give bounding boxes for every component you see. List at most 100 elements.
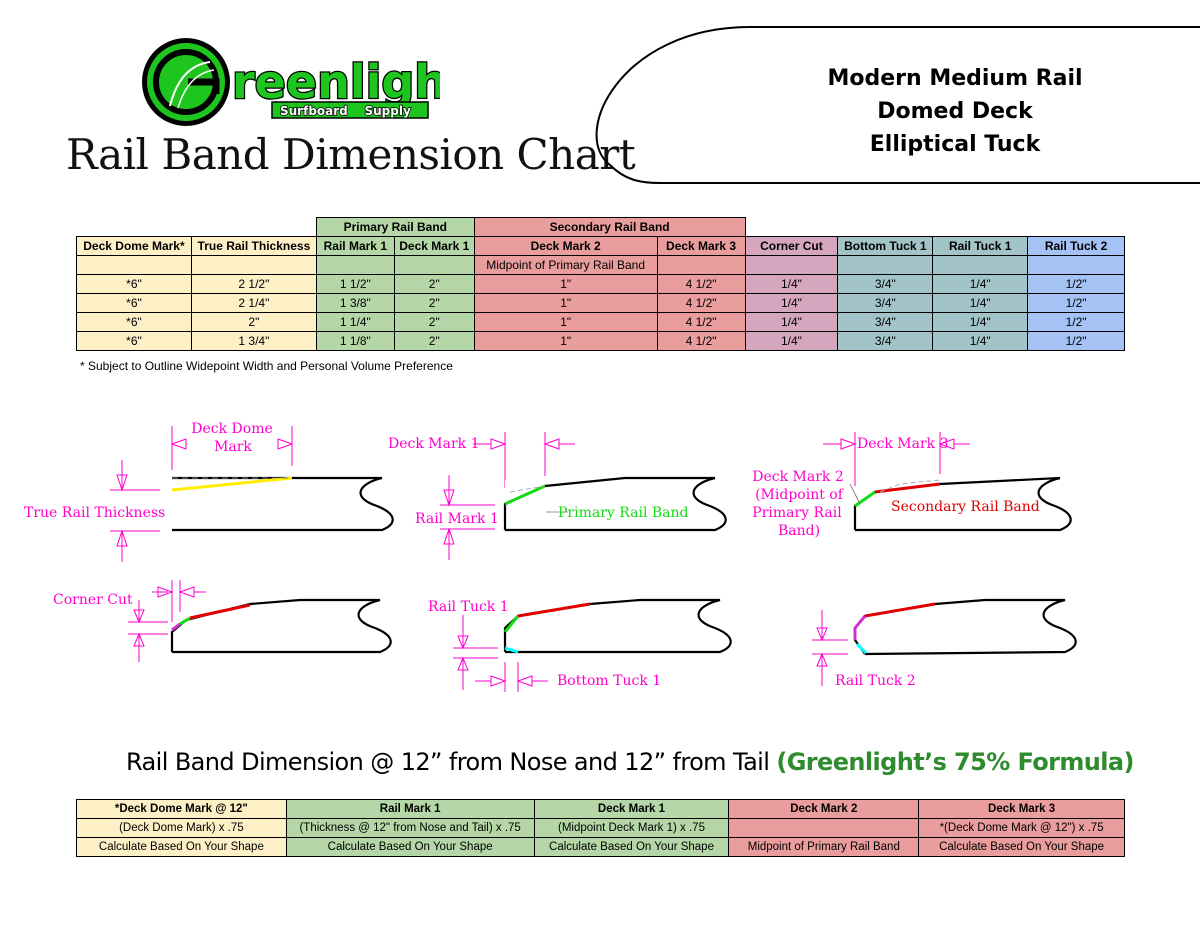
rail-spec-lines: Modern Medium Rail Domed Deck Elliptical…	[790, 62, 1120, 161]
cell: 2"	[393, 274, 475, 294]
col-header: Deck Mark 3	[918, 799, 1125, 819]
note-row: Midpoint of Primary Rail Band	[76, 255, 1125, 275]
spec-line: Modern Medium Rail	[827, 66, 1083, 91]
cell: Calculate Based On Your Shape	[76, 837, 287, 857]
col-header: Deck Dome Mark*	[76, 236, 192, 256]
deck-mark-3-label: Deck Mark 3	[857, 436, 949, 452]
cell: 1/4"	[744, 331, 839, 351]
cell: 4 1/2"	[656, 274, 746, 294]
col-header: Deck Mark 2	[728, 799, 920, 819]
deck-mark-1-label: Deck Mark 1	[388, 436, 480, 452]
cell: 1 3/8"	[315, 293, 395, 313]
cell: 3/4"	[837, 274, 934, 294]
cell: Calculate Based On Your Shape	[285, 837, 535, 857]
cell: 1/4"	[932, 293, 1029, 313]
table-row: *6" 1 3/4" 1 1/8" 2" 1" 4 1/2" 1/4" 3/4"…	[76, 331, 1125, 351]
cell: 1/2"	[1027, 274, 1125, 294]
formula-title: Rail Band Dimension @ 12” from Nose and …	[126, 748, 1134, 776]
cell: *6"	[76, 293, 192, 313]
col-header: *Deck Dome Mark @ 12"	[76, 799, 287, 819]
cell: 3/4"	[837, 293, 934, 313]
cell: 1/2"	[1027, 293, 1125, 313]
primary-band-header: Primary Rail Band	[315, 217, 475, 237]
deck-dome-mark-label: Deck Dome	[191, 421, 273, 437]
table-row: Calculate Based On Your Shape Calculate …	[76, 837, 1125, 857]
secondary-rail-band-label: Secondary Rail Band	[891, 499, 1040, 515]
cell	[728, 818, 920, 838]
formula-header-row: *Deck Dome Mark @ 12" Rail Mark 1 Deck M…	[76, 799, 1125, 819]
rail-band-diagrams: Deck Dome Mark True Rail Thickness Deck …	[24, 421, 1077, 692]
col-header: Rail Tuck 2	[1027, 236, 1125, 256]
table-footnote: * Subject to Outline Widepoint Width and…	[80, 359, 453, 373]
rail-tuck-2-label: Rail Tuck 2	[835, 673, 916, 689]
cell: 1"	[473, 293, 658, 313]
cell: Midpoint of Primary Rail Band	[728, 837, 920, 857]
col-header: True Rail Thickness	[190, 236, 317, 256]
page-title: Rail Band Dimension Chart	[66, 130, 636, 179]
cell: 1"	[473, 331, 658, 351]
rail-outline-graphic	[595, 26, 1200, 184]
cell: 1 3/4"	[190, 331, 317, 351]
table-row: *6" 2 1/4" 1 3/8" 2" 1" 4 1/2" 1/4" 3/4"…	[76, 293, 1125, 313]
cell: 1"	[473, 274, 658, 294]
cell: 3/4"	[837, 312, 934, 332]
deck-mark-2-label: Band)	[778, 523, 820, 539]
cell: Calculate Based On Your Shape	[918, 837, 1125, 857]
cell: 1 1/8"	[315, 331, 395, 351]
rail-tuck-1-label: Rail Tuck 1	[428, 599, 509, 615]
formula-title-highlight: (Greenlight’s 75% Formula)	[776, 748, 1134, 776]
bottom-tuck-1-label: Bottom Tuck 1	[557, 673, 661, 689]
cell: (Deck Dome Mark) x .75	[76, 818, 287, 838]
col-header: Rail Tuck 1	[932, 236, 1029, 256]
table-row: *6" 2 1/2" 1 1/2" 2" 1" 4 1/2" 1/4" 3/4"…	[76, 274, 1125, 294]
cell: *6"	[76, 312, 192, 332]
col-header: Rail Mark 1	[315, 236, 395, 256]
col-header: Deck Mark 1	[393, 236, 475, 256]
column-header-row: Deck Dome Mark* True Rail Thickness Rail…	[76, 236, 1125, 256]
spec-line: Elliptical Tuck	[869, 132, 1041, 157]
deck-mark-2-label: Deck Mark 2	[752, 469, 844, 485]
deck-dome-mark-label-2: Mark	[214, 439, 252, 455]
cell: 2 1/2"	[190, 274, 317, 294]
cell: 2 1/4"	[190, 293, 317, 313]
col-header: Deck Mark 1	[533, 799, 730, 819]
col-header: Deck Mark 2	[473, 236, 658, 256]
cell: Calculate Based On Your Shape	[533, 837, 730, 857]
formula-title-main: Rail Band Dimension @ 12” from Nose and …	[126, 748, 777, 776]
cell: 1/2"	[1027, 331, 1125, 351]
corner-cut-label: Corner Cut	[53, 592, 133, 608]
deck-mark-2-note: Midpoint of Primary Rail Band	[473, 255, 658, 275]
cell: *6"	[76, 274, 192, 294]
col-header: Bottom Tuck 1	[837, 236, 934, 256]
cell: 1/4"	[932, 274, 1029, 294]
deck-mark-2-label: Primary Rail	[752, 505, 842, 521]
cell: 1/4"	[744, 293, 839, 313]
cell: 1"	[473, 312, 658, 332]
cell: 2"	[393, 312, 475, 332]
secondary-band-header: Secondary Rail Band	[473, 217, 746, 237]
group-header-row: Primary Rail Band Secondary Rail Band	[77, 217, 1125, 237]
greenlight-logo: reenlight Surfboard Supply	[142, 38, 440, 126]
cell: (Thickness @ 12" from Nose and Tail) x .…	[285, 818, 535, 838]
cell: 1/4"	[932, 312, 1029, 332]
cell: 2"	[393, 331, 475, 351]
cell: (Midpoint Deck Mark 1) x .75	[533, 818, 730, 838]
cell: 2"	[190, 312, 317, 332]
rail-mark-1-label: Rail Mark 1	[415, 511, 499, 527]
cell: 4 1/2"	[656, 312, 746, 332]
rail-band-dimension-table: Primary Rail Band Secondary Rail Band De…	[76, 217, 1125, 351]
cell: 1 1/2"	[315, 274, 395, 294]
table-row: (Deck Dome Mark) x .75 (Thickness @ 12" …	[76, 818, 1125, 838]
primary-rail-band-label: Primary Rail Band	[558, 505, 689, 521]
cell: 2"	[393, 293, 475, 313]
cell: 3/4"	[837, 331, 934, 351]
col-header: Deck Mark 3	[656, 236, 746, 256]
table-row: *6" 2" 1 1/4" 2" 1" 4 1/2" 1/4" 3/4" 1/4…	[76, 312, 1125, 332]
col-header: Rail Mark 1	[285, 799, 535, 819]
svg-text:Surfboard Supply: Surfboard Supply	[280, 104, 411, 118]
formula-table: *Deck Dome Mark @ 12" Rail Mark 1 Deck M…	[76, 799, 1125, 857]
cell: 4 1/2"	[656, 331, 746, 351]
cell: 1/4"	[744, 274, 839, 294]
cell: *6"	[76, 331, 192, 351]
cell: 4 1/2"	[656, 293, 746, 313]
